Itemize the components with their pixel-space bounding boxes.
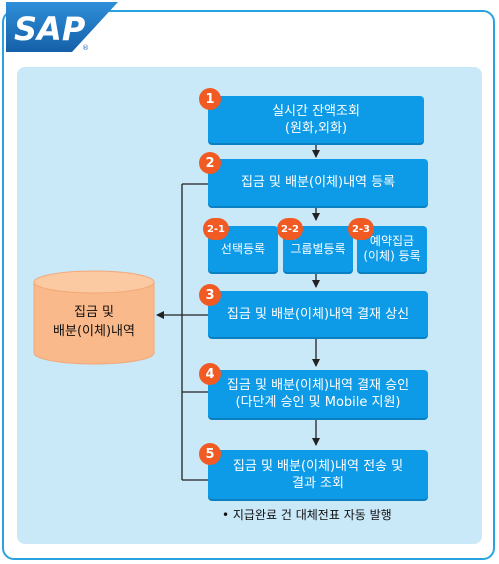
step-3-box: 집금 및 배분(이체)내역 결재 상신 — [208, 291, 428, 337]
step-1-box: 실시간 잔액조회 (원화,외화) — [208, 96, 424, 143]
substep-2-1-box: 선택등록 — [208, 226, 278, 272]
substep-2-1-label: 선택등록 — [220, 241, 266, 256]
step-4-label: 집금 및 배분(이체)내역 결재 승인 (다단계 승인 및 Mobile 지원) — [226, 378, 410, 410]
substep-2-1-badge: 2-1 — [203, 218, 229, 240]
database-cylinder: 집금 및 배분(이체)내역 — [33, 270, 155, 365]
sap-logo: SAP ® — [6, 0, 126, 58]
step-3-badge: 3 — [199, 284, 221, 306]
step-4-badge: 4 — [199, 363, 221, 385]
step-2-badge: 2 — [199, 152, 221, 174]
step-2-box: 집금 및 배분(이체)내역 등록 — [208, 159, 428, 206]
database-shape — [33, 270, 155, 365]
step-3-label: 집금 및 배분(이체)내역 결재 상신 — [226, 306, 410, 322]
substep-2-2-label: 그룹별등록 — [290, 241, 346, 256]
step-1-label: 실시간 잔액조회 (원화,외화) — [272, 103, 360, 136]
auto-voucher-note: • 지급완료 건 대체전표 자동 발행 — [222, 508, 392, 522]
sap-logo-shape: SAP — [6, 2, 118, 52]
step-4-box: 집금 및 배분(이체)내역 결재 승인 (다단계 승인 및 Mobile 지원) — [208, 370, 428, 418]
step-5-label: 집금 및 배분(이체)내역 전송 및 결과 조회 — [232, 458, 404, 491]
database-label: 집금 및 배분(이체)내역 — [53, 305, 135, 339]
substep-2-2-badge: 2-2 — [277, 218, 303, 240]
sap-logo-text: SAP — [14, 10, 86, 48]
step-1-badge: 1 — [199, 88, 221, 110]
substep-2-3-badge: 2-3 — [348, 218, 374, 240]
registered-mark: ® — [82, 44, 89, 52]
step-2-label: 집금 및 배분(이체)내역 등록 — [240, 175, 396, 190]
step-5-box: 집금 및 배분(이체)내역 전송 및 결과 조회 — [208, 450, 428, 499]
substep-2-3-label: 예약집금 (이체) 등록 — [363, 234, 421, 263]
step-5-badge: 5 — [199, 443, 221, 465]
